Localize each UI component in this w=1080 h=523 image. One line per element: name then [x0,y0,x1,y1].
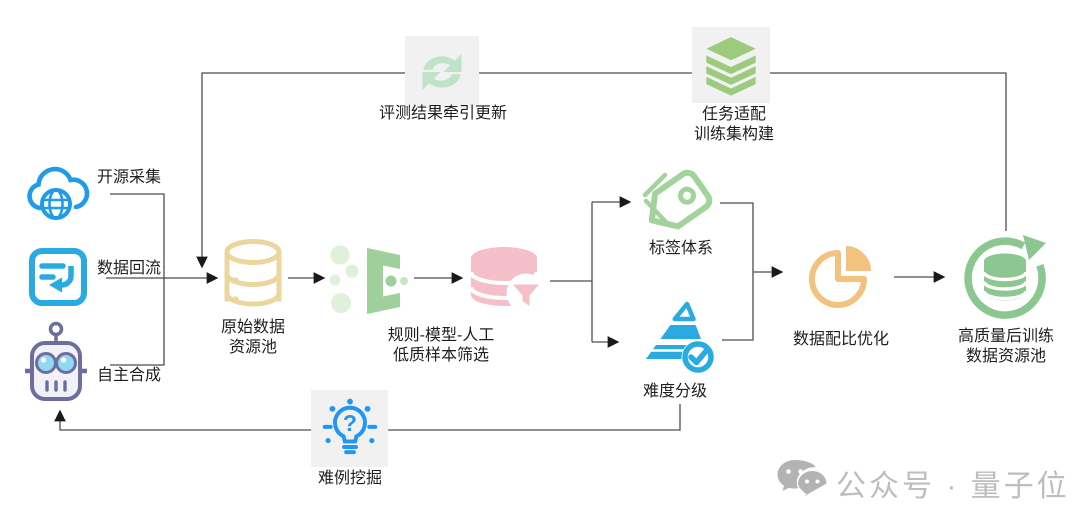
hq-pool-label: 高质量后训练 数据资源池 [957,328,1055,365]
tag-icon [642,169,713,230]
source-label-data-reflow: 数据回流 [97,260,162,277]
database-yellow-icon [224,239,282,307]
filter-label: 规则-模型-人工 低质样本筛选 [387,327,495,364]
cloud-globe-icon [27,166,90,220]
hard-mining-tile: ? [311,390,388,467]
edge-top-feedback [196,72,1007,269]
edge-sources-bracket [110,193,165,366]
hard-mining-label: 难例挖掘 [317,470,383,487]
raw-pool-label: 原始数据 资源池 [220,319,286,356]
task-adapt-tile [692,27,770,103]
database-refresh-icon [964,235,1046,319]
sync-arrows-icon [422,54,462,90]
robot-icon [25,321,87,401]
eval-update-label: 评测结果牵引更新 [378,105,508,122]
edge-split-trunk [550,202,593,342]
eval-update-tile [405,36,479,108]
wechat-icon [777,460,827,496]
source-label-open-source: 开源采集 [97,169,162,186]
funnel-dots-icon [329,245,408,314]
bulb-question-icon: ? [322,398,377,454]
svg-text:?: ? [342,410,356,436]
database-pink-funnel-icon [469,247,546,313]
source-label-self-synthesis: 自主合成 [97,367,162,384]
pie-chart-icon [809,246,871,308]
layers-icon [706,37,756,96]
task-adapt-label: 任务适配 训练集构建 [693,106,775,143]
data-reflow-icon [29,248,87,306]
edge-merge-trunk [720,202,754,341]
difficulty-label: 难度分级 [642,383,708,400]
watermark-text: 公众号 · 量子位 [836,470,1070,503]
tag-system-label: 标签体系 [648,240,714,257]
mix-opt-label: 数据配比优化 [792,331,890,348]
pyramid-check-icon [646,301,715,374]
